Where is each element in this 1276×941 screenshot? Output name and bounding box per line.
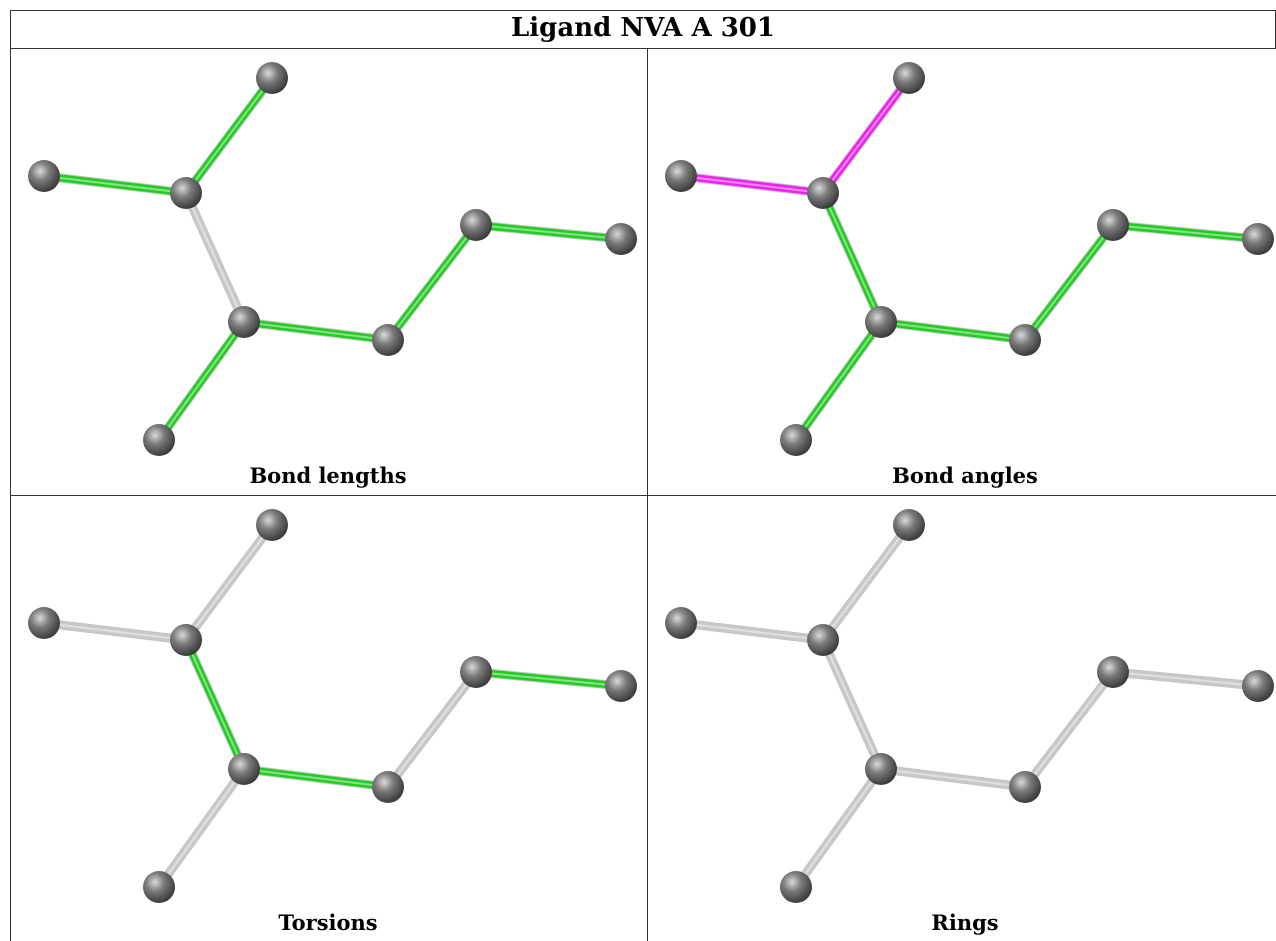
- atom-chain-end: [1242, 223, 1274, 255]
- atom-chain-end: [1242, 670, 1274, 702]
- atom-bottom: [143, 871, 175, 903]
- bond-center: [181, 188, 249, 327]
- panel-bond-angles: Bond angles: [648, 49, 1276, 495]
- bond-chain-rise: [383, 220, 481, 345]
- atom-left: [665, 160, 697, 192]
- atom-top: [893, 509, 925, 541]
- bond-left: [39, 171, 191, 198]
- bond-center: [181, 635, 249, 774]
- bond-chain-lower: [239, 764, 393, 792]
- bond-chain-rise: [1020, 220, 1118, 345]
- bond-chain-end: [471, 667, 626, 691]
- atom-branch-upper: [170, 624, 202, 656]
- atom-left: [28, 160, 60, 192]
- atom-branch-lower: [228, 753, 260, 785]
- bond-left: [39, 618, 191, 645]
- atom-top: [893, 62, 925, 94]
- atom-bottom: [143, 424, 175, 456]
- atom-chain-end: [605, 670, 637, 702]
- bond-top: [818, 73, 914, 198]
- bond-chain-rise: [383, 667, 481, 792]
- atom-branch-upper: [807, 624, 839, 656]
- panel-rings: Rings: [648, 496, 1276, 941]
- figure-title: Ligand NVA A 301: [511, 13, 775, 43]
- bond-chain-lower: [239, 317, 393, 345]
- bond-center: [818, 635, 886, 774]
- figure-frame: Ligand NVA A 301 Bond lengths Bond angle…: [10, 10, 1276, 941]
- atom-bottom: [780, 424, 812, 456]
- atom-bottom: [780, 871, 812, 903]
- atom-chain-middle: [372, 324, 404, 356]
- molecule-bond-lengths: [28, 62, 637, 456]
- row-divider: [10, 495, 1276, 496]
- atom-left: [28, 607, 60, 639]
- frame-left-border: [10, 10, 11, 941]
- atom-chain-middle: [1009, 771, 1041, 803]
- bond-bottom: [791, 317, 886, 445]
- column-divider: [647, 48, 648, 941]
- panel-torsions: Torsions: [11, 496, 645, 941]
- atom-chain-upper: [460, 209, 492, 241]
- atom-branch-lower: [865, 753, 897, 785]
- caption-bond-angles: Bond angles: [892, 463, 1038, 488]
- atom-branch-upper: [807, 177, 839, 209]
- atom-chain-middle: [1009, 324, 1041, 356]
- bond-chain-lower: [876, 764, 1030, 792]
- bond-chain-end: [1108, 220, 1263, 244]
- atom-chain-end: [605, 223, 637, 255]
- atom-top: [256, 509, 288, 541]
- atom-chain-middle: [372, 771, 404, 803]
- bond-chain-lower: [876, 317, 1030, 345]
- bond-top: [181, 73, 277, 198]
- atom-branch-upper: [170, 177, 202, 209]
- molecule-bond-angles: [665, 62, 1274, 456]
- atom-chain-upper: [460, 656, 492, 688]
- bond-chain-rise: [1020, 667, 1118, 792]
- frame-top-border: [10, 10, 1276, 11]
- caption-rings: Rings: [931, 910, 999, 935]
- bond-chain-end: [1108, 667, 1263, 691]
- molecule-torsions: [28, 509, 637, 903]
- bond-bottom: [154, 317, 249, 445]
- bond-left: [676, 618, 828, 645]
- bond-bottom: [154, 764, 249, 892]
- caption-torsions: Torsions: [278, 910, 378, 935]
- atom-chain-upper: [1097, 656, 1129, 688]
- bond-left: [676, 171, 828, 198]
- panel-bond-lengths: Bond lengths: [11, 49, 645, 495]
- atom-branch-lower: [228, 306, 260, 338]
- bond-bottom: [791, 764, 886, 892]
- title-divider: [10, 48, 1276, 49]
- atom-top: [256, 62, 288, 94]
- caption-bond-lengths: Bond lengths: [249, 463, 407, 488]
- bond-top: [818, 520, 914, 645]
- molecule-rings: [665, 509, 1274, 903]
- bond-center: [818, 188, 886, 327]
- atom-chain-upper: [1097, 209, 1129, 241]
- atom-branch-lower: [865, 306, 897, 338]
- bond-top: [181, 520, 277, 645]
- bond-chain-end: [471, 220, 626, 244]
- atom-left: [665, 607, 697, 639]
